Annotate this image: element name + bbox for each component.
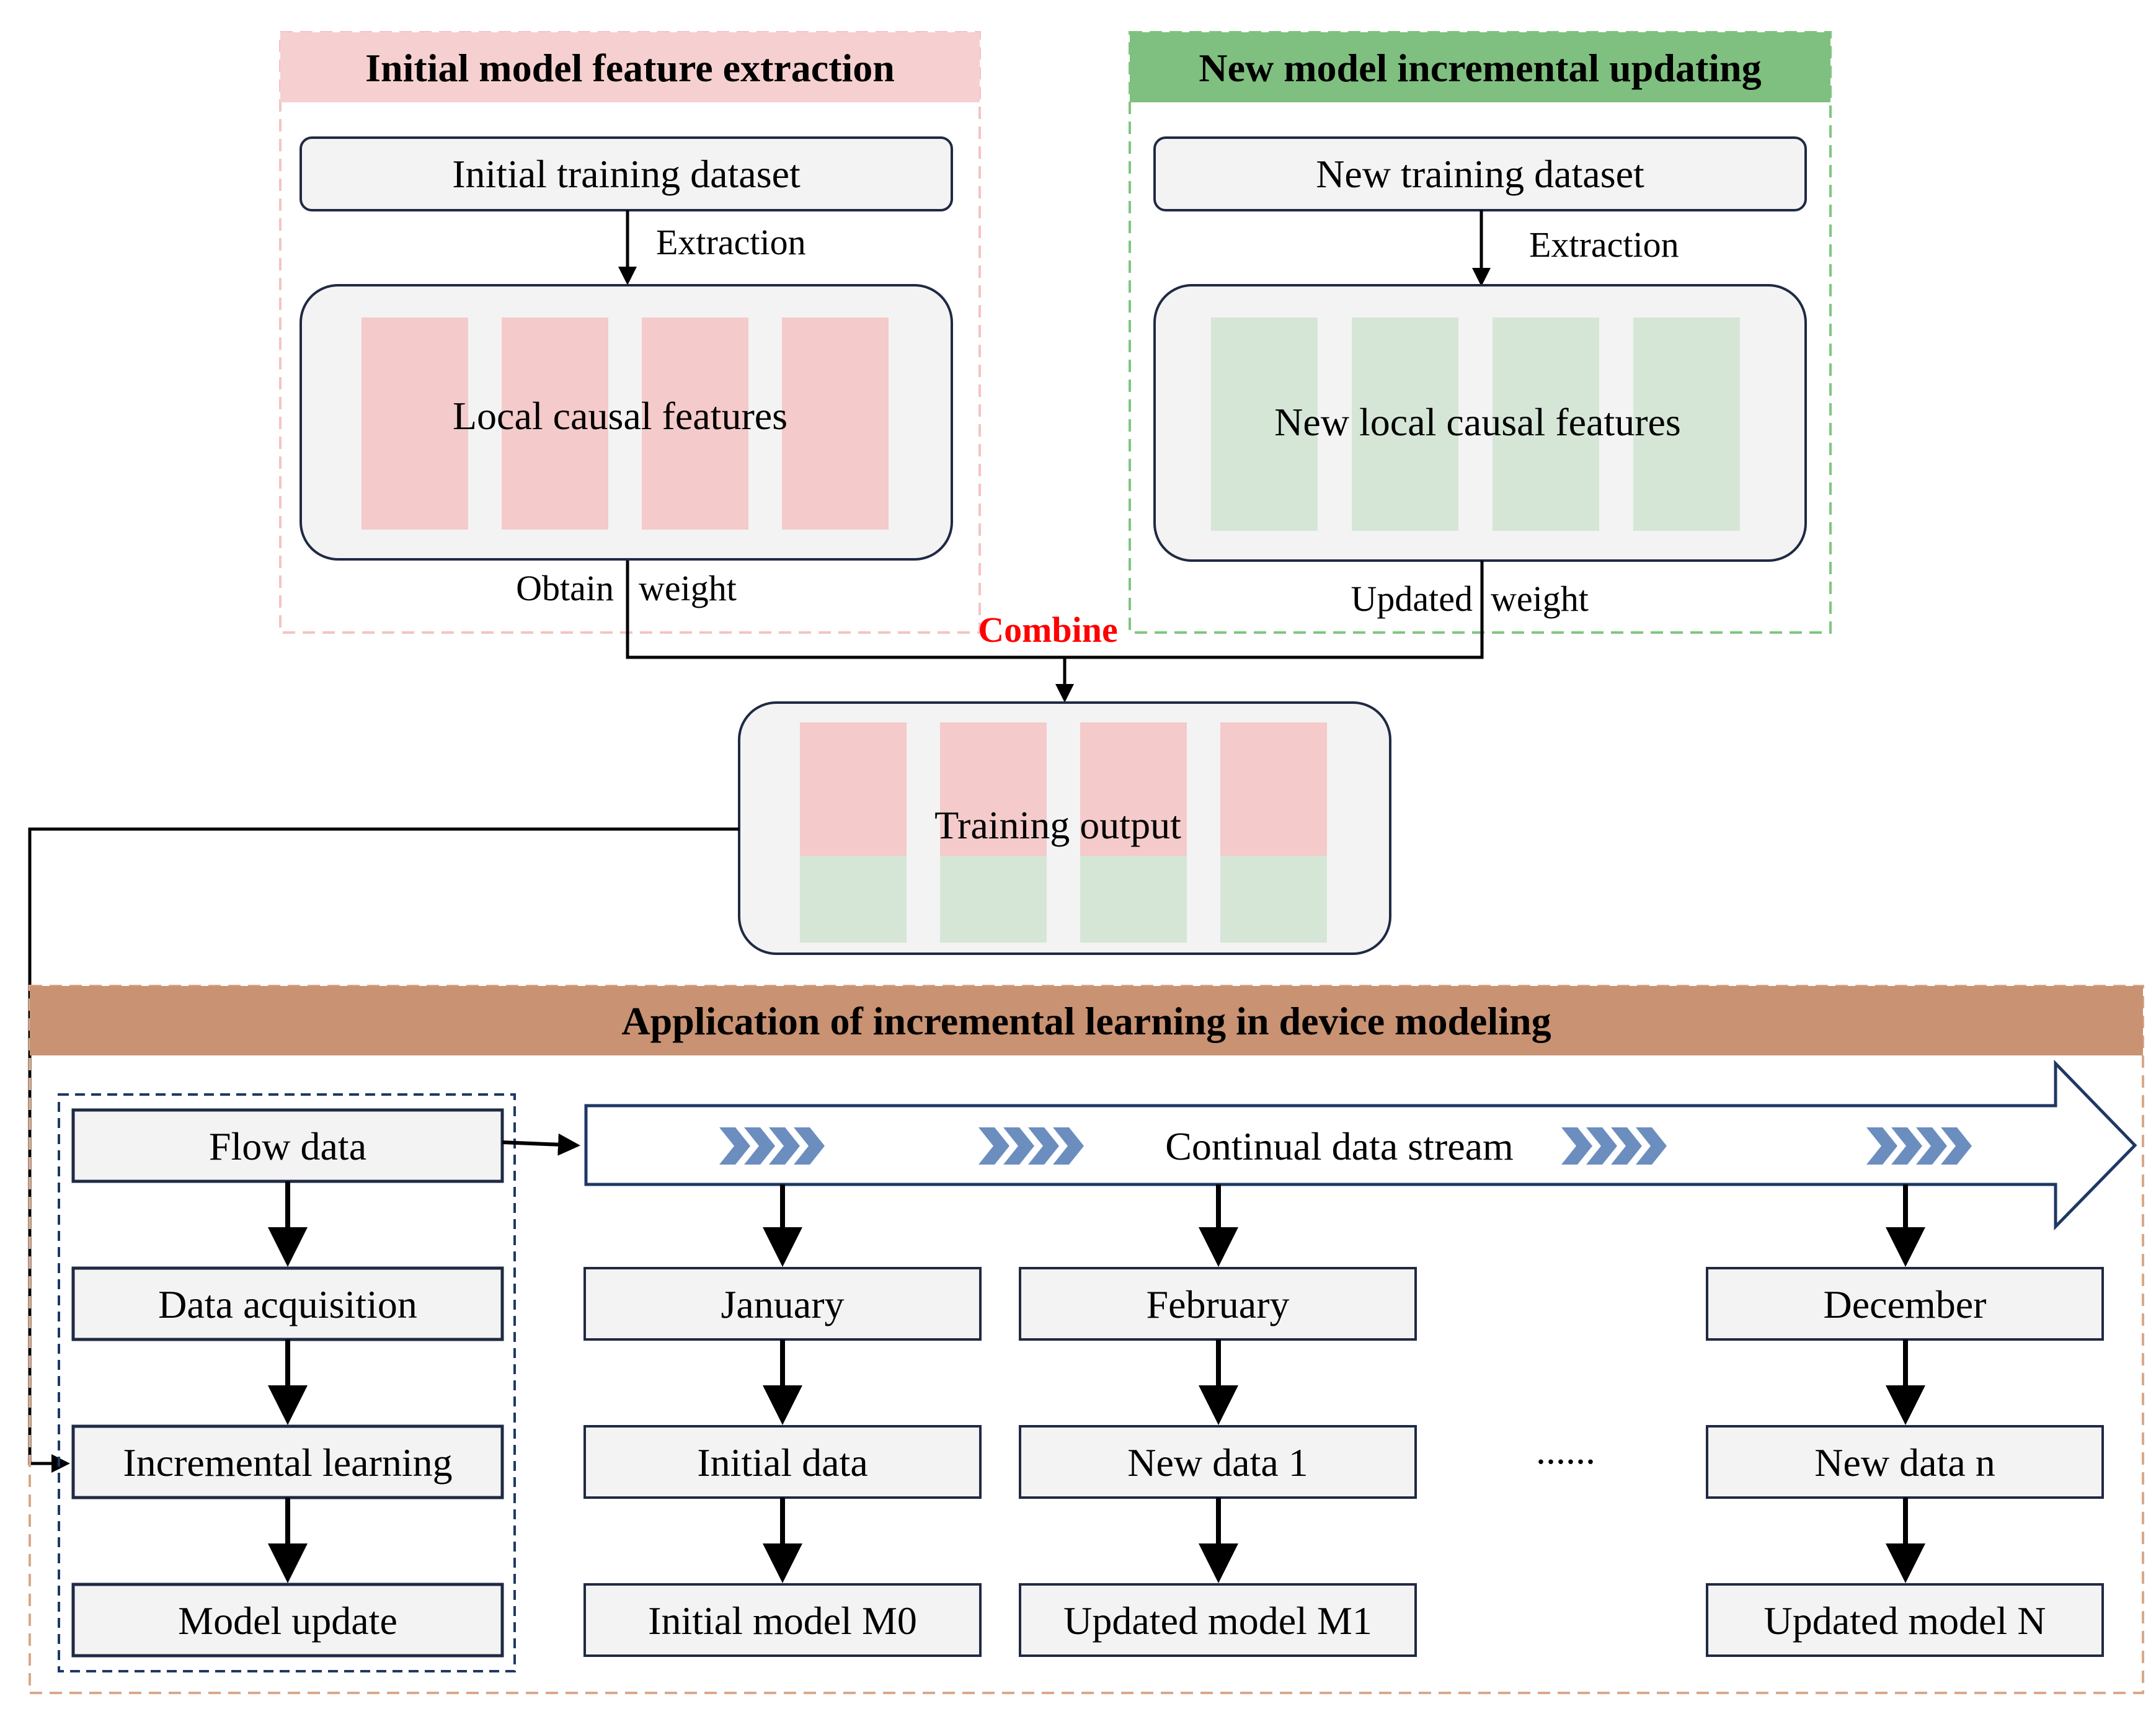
- training-output: Training output: [738, 701, 1391, 955]
- output-block-top: [1220, 722, 1327, 856]
- flow-to-stream-arrow: [502, 1133, 580, 1156]
- model-label: Updated model M1: [1063, 1599, 1372, 1643]
- stream-label: Continual data stream: [1165, 1124, 1514, 1168]
- data-acquisition-box: [71, 1266, 504, 1341]
- application-header-bg: [30, 986, 2143, 1055]
- ellipsis: ......: [1536, 1428, 1595, 1472]
- column-february: February New data 1 Updated model M1: [1019, 1184, 1417, 1657]
- new-feature-block: [1211, 317, 1318, 531]
- new-extraction-label: Extraction: [1529, 224, 1679, 265]
- application-panel: Application of incremental learning in d…: [29, 985, 2144, 1694]
- combine-connector: Combine: [626, 561, 1484, 703]
- feature-block: [362, 317, 468, 530]
- updated-weight-label: weight: [1491, 579, 1589, 619]
- data-acquisition-label: Data acquisition: [158, 1282, 417, 1326]
- application-header: Application of incremental learning in d…: [621, 999, 1551, 1043]
- flow-data-box: [71, 1108, 504, 1183]
- model-label: Initial model M0: [648, 1599, 917, 1643]
- new-dataset-label: New training dataset: [1316, 152, 1644, 196]
- month-box: [1019, 1267, 1417, 1341]
- local-causal-features-label: Local causal features: [453, 394, 787, 438]
- new-model-header: New model incremental updating: [1199, 46, 1761, 90]
- initial-model-header: Initial model feature extraction: [365, 46, 895, 90]
- data-stream-arrow: [584, 1059, 2137, 1231]
- month-box: [583, 1267, 982, 1341]
- month-label: January: [721, 1282, 844, 1326]
- month-label: February: [1146, 1282, 1289, 1326]
- data-box: [583, 1425, 982, 1499]
- flow-data-label: Flow data: [209, 1124, 366, 1168]
- model-update-box: [71, 1583, 504, 1658]
- initial-extraction-label: Extraction: [656, 222, 806, 262]
- initial-model-panel: Initial model feature extraction Initial…: [279, 31, 981, 634]
- feature-block: [502, 317, 608, 530]
- output-block-top: [800, 722, 907, 856]
- month-label: December: [1824, 1282, 1987, 1326]
- output-block-bottom: [1220, 856, 1327, 943]
- data-box: [1706, 1425, 2104, 1499]
- new-feature-block: [1493, 317, 1599, 531]
- incremental-learning-label: Incremental learning: [123, 1441, 452, 1485]
- training-output-label: Training output: [934, 803, 1181, 847]
- updated-label: Updated: [1351, 579, 1473, 619]
- new-feature-block: [1352, 317, 1458, 531]
- column-january: January Initial data Initial model M0: [583, 1184, 982, 1657]
- model-box: [583, 1583, 982, 1657]
- model-box: [1706, 1583, 2104, 1657]
- combine-label: Combine: [978, 610, 1118, 650]
- feature-block: [782, 317, 889, 530]
- new-feature-block: [1633, 317, 1740, 531]
- obtain-label: Obtain: [516, 568, 614, 608]
- output-block-bottom: [800, 856, 907, 943]
- data-label: Initial data: [697, 1441, 867, 1485]
- data-label: New data n: [1814, 1441, 1995, 1485]
- model-update-label: Model update: [178, 1599, 397, 1643]
- initial-model-header-bg: [280, 32, 980, 102]
- new-model-header-bg: [1130, 32, 1830, 102]
- output-block-bottom: [1080, 856, 1187, 943]
- model-label: Updated model N: [1764, 1599, 2046, 1643]
- data-label: New data 1: [1127, 1441, 1308, 1485]
- output-block-bottom: [940, 856, 1047, 943]
- output-block-top: [1080, 722, 1187, 856]
- new-local-causal-features-label: New local causal features: [1274, 400, 1681, 444]
- model-box: [1019, 1583, 1417, 1657]
- flow-group-border: [58, 1093, 516, 1672]
- initial-dataset-label: Initial training dataset: [452, 152, 801, 196]
- new-model-panel: New model incremental updating New train…: [1129, 31, 1832, 634]
- incremental-learning-box: [71, 1424, 504, 1499]
- feature-block: [642, 317, 748, 530]
- output-block-top: [940, 722, 1047, 856]
- obtain-weight-label: weight: [639, 568, 737, 608]
- data-box: [1019, 1425, 1417, 1499]
- column-december: December New data n Updated model N: [1706, 1184, 2104, 1657]
